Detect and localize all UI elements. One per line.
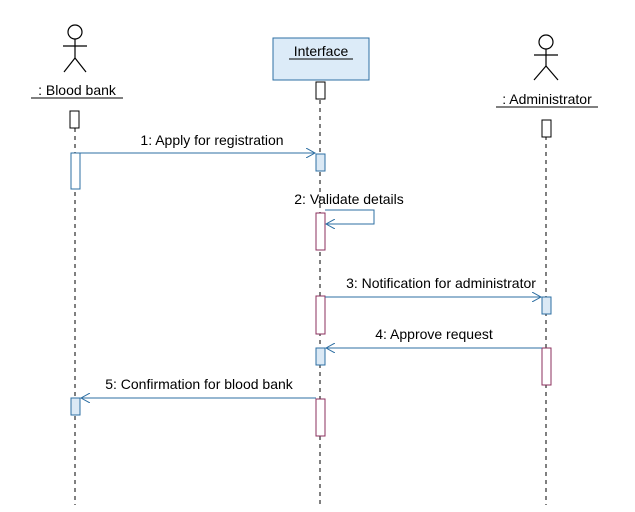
interface-head-box [315,81,326,100]
message-5-label: 5: Confirmation for blood bank [105,376,294,392]
message-2-label: 2: Validate details [294,191,403,207]
message-4-label: 4: Approve request [375,326,493,342]
message-3-label: 3: Notification for administrator [346,275,536,291]
interface-activation-4 [315,347,326,366]
message-2-self-arrow [325,209,375,224]
blood-bank-head-box [69,110,80,129]
blood-bank-actor-icon [63,24,87,73]
interface-activation-2 [315,212,326,251]
administrator-label: : Administrator [502,91,592,107]
interface-activation-5 [315,398,326,437]
blood-bank-label: : Blood bank [38,82,117,98]
interface-activation-1 [315,153,326,172]
blood-bank-activation-2 [70,397,81,416]
interface-activation-3 [315,295,326,335]
administrator-activation-1 [541,296,552,315]
interface-label: Interface [294,43,349,59]
blood-bank-activation-1 [70,152,81,190]
administrator-activation-2 [541,347,552,386]
administrator-head-box [541,119,552,138]
message-1-label: 1: Apply for registration [140,132,283,148]
administrator-actor-icon [533,34,559,81]
